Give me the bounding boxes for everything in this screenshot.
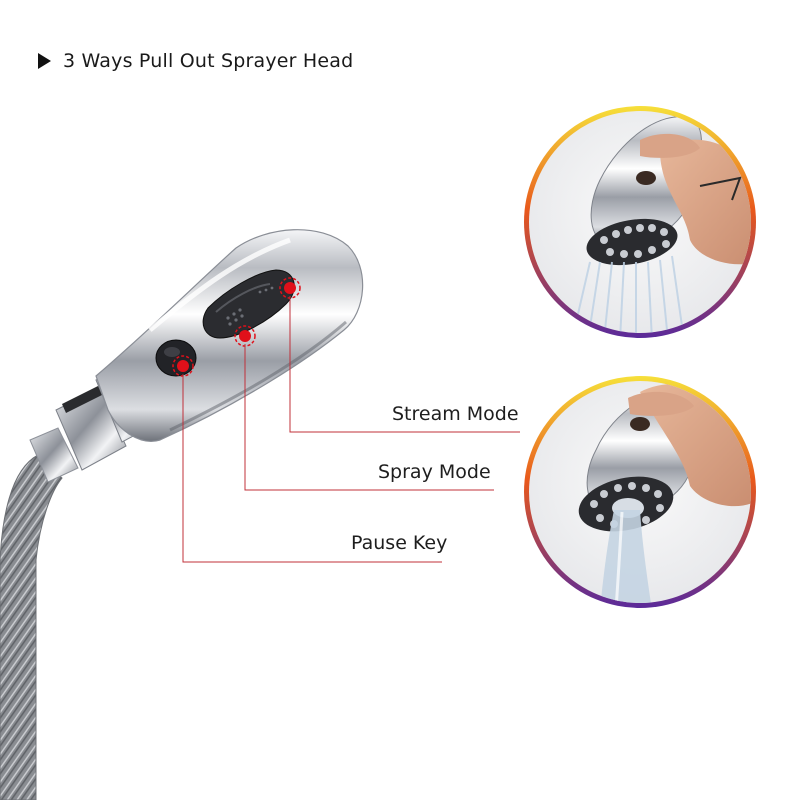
pause-key-button	[155, 339, 197, 377]
spray-mode-label: Spray Mode	[378, 461, 491, 483]
section-heading: 3 Ways Pull Out Sprayer Head	[38, 50, 353, 72]
mode-rocker-button	[202, 269, 295, 339]
section-heading-text: 3 Ways Pull Out Sprayer Head	[63, 50, 354, 72]
spray-mode-leader	[244, 344, 494, 491]
stream-mode-label: Stream Mode	[392, 403, 519, 425]
play-triangle-icon	[38, 53, 51, 69]
spray-mode-photo	[524, 376, 756, 608]
braided-hose	[0, 454, 63, 800]
pause-key-leader	[182, 374, 442, 563]
stream-mode-photo	[524, 106, 756, 338]
stream-mode-leader	[289, 296, 520, 433]
pause-key-label: Pause Key	[351, 532, 448, 554]
